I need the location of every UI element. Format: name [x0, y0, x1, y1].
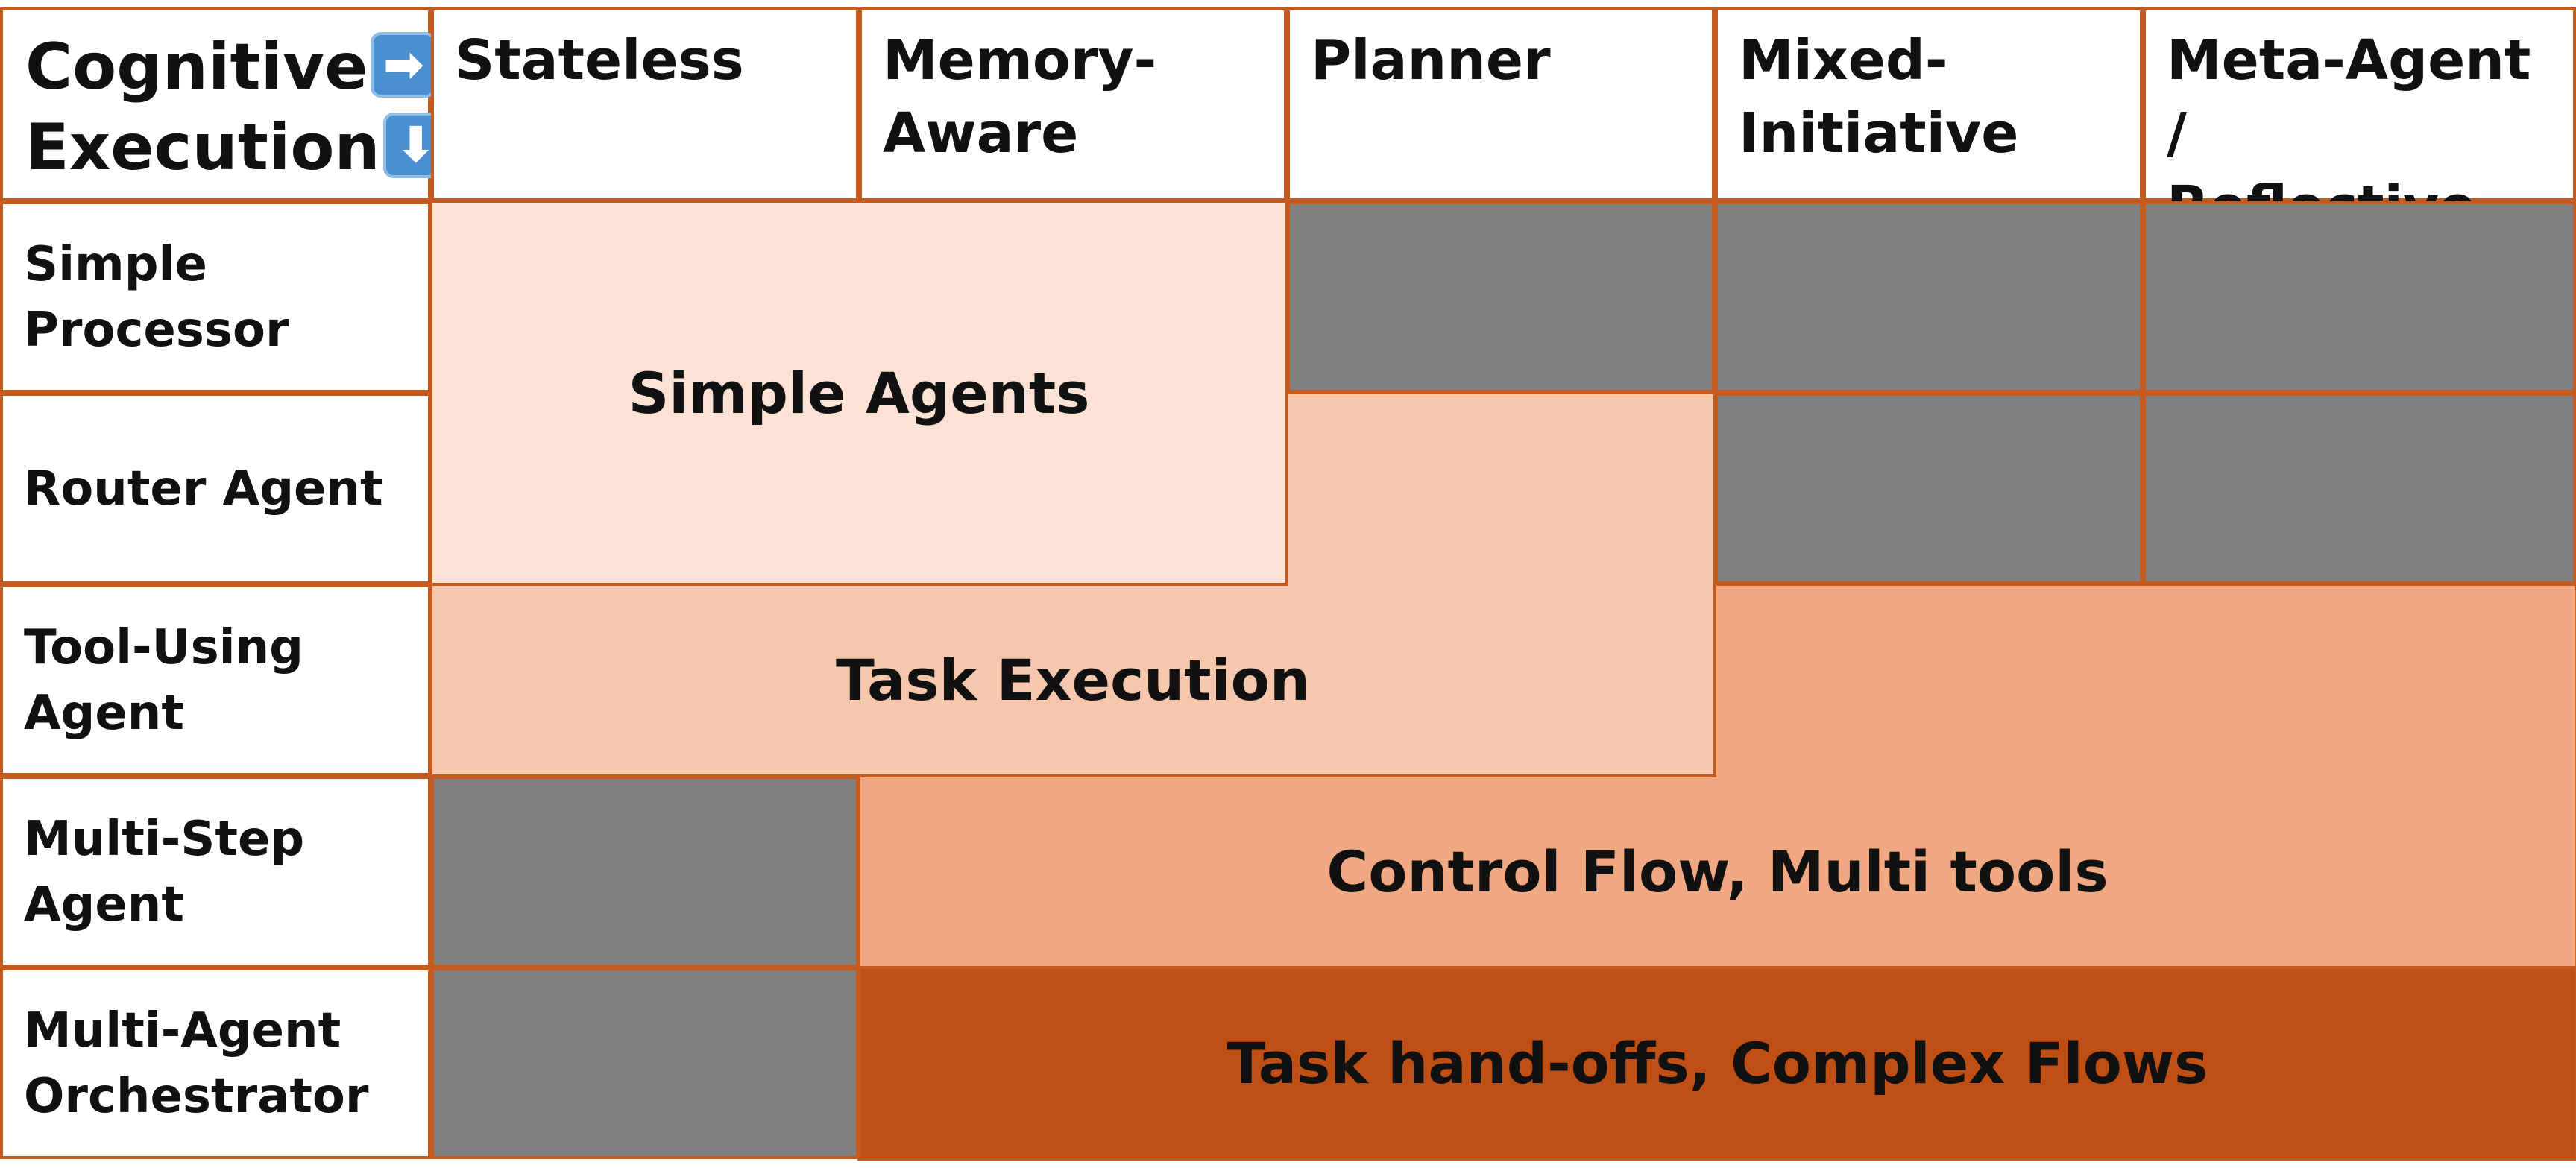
row-label-line: Router Agent — [24, 461, 383, 517]
not-applicable-cell — [1287, 201, 1715, 393]
column-header-stateless: Stateless — [431, 7, 859, 201]
not-applicable-cell — [1715, 393, 2143, 584]
task-handoffs-region — [857, 966, 2576, 1161]
row-label-router-agent: Router Agent — [0, 393, 431, 584]
not-applicable-cell — [431, 776, 859, 967]
simple-agents-label: Simple Agents — [628, 359, 1090, 426]
column-header-label-line: Planner — [1311, 28, 1551, 92]
not-applicable-cell — [2143, 201, 2576, 393]
corner-header: Cognitive➡Execution⬇ — [0, 7, 449, 201]
column-header-label-line: Memory- — [883, 28, 1157, 92]
column-header-planner: Planner — [1287, 7, 1715, 201]
row-label-line: Orchestrator — [24, 1068, 369, 1124]
row-label-text: Router Agent — [24, 456, 383, 522]
cognitive-text: Cognitive — [25, 30, 368, 104]
column-header-meta-agent: Meta-Agent /Reflective — [2143, 7, 2576, 239]
column-header-label-line: Meta-Agent / — [2167, 28, 2531, 165]
task-execution-label: Task Execution — [836, 647, 1310, 713]
not-applicable-cell — [1715, 201, 2143, 393]
row-label-line: Tool-Using — [24, 619, 303, 675]
cognitive-axis-label: Cognitive➡ — [25, 27, 437, 107]
execution-axis-label: Execution⬇ — [25, 107, 449, 188]
row-label-line: Multi-Agent — [24, 1003, 341, 1058]
row-label-line: Agent — [24, 685, 184, 741]
column-header-label-line: Mixed- — [1739, 28, 1948, 92]
not-applicable-cell — [431, 967, 859, 1159]
control-flow-label: Control Flow, Multi tools — [1326, 839, 2109, 905]
row-label-line: Simple — [24, 236, 207, 292]
execution-text: Execution — [25, 110, 380, 185]
column-header-label-line: Stateless — [455, 28, 744, 92]
row-label-line: Multi-Step — [24, 811, 305, 867]
task-handoffs-label: Task hand-offs, Complex Flows — [1226, 1030, 2208, 1096]
not-applicable-cell — [2143, 393, 2576, 584]
row-label-line: Processor — [24, 302, 289, 358]
column-header-label-line: Aware — [883, 101, 1079, 165]
column-header-mixed-initiative: Mixed- Initiative — [1715, 7, 2143, 201]
column-header-memory-aware: Memory- Aware — [859, 7, 1287, 201]
column-header-label-line: Initiative — [1739, 101, 2019, 165]
right-arrow-icon: ➡ — [371, 32, 437, 98]
row-label-line: Agent — [24, 877, 184, 932]
